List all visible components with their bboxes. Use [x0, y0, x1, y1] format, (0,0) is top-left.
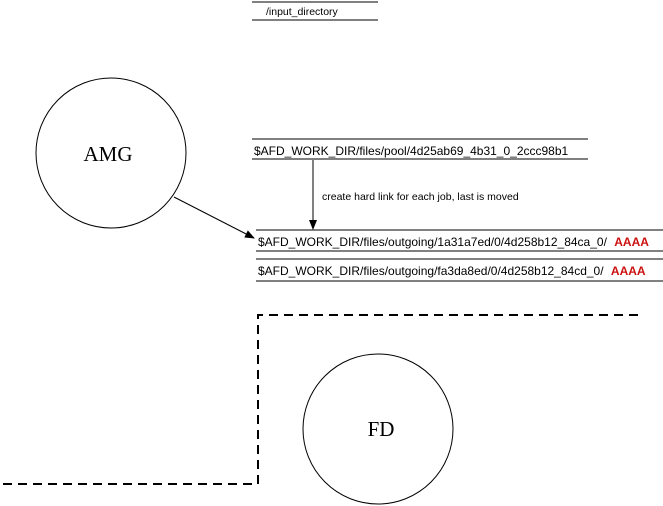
outgoing-file-box-2: $AFD_WORK_DIR/files/outgoing/fa3da8ed/0/…: [256, 258, 663, 282]
input-directory-label: /input_directory: [266, 6, 339, 18]
fd-circle: [302, 353, 454, 505]
input-directory-box: /input_directory: [252, 1, 378, 21]
amg-label: AMG: [83, 142, 132, 166]
fd-label: FD: [368, 417, 395, 441]
outgoing-1-tag: AAAA: [614, 235, 649, 249]
pool-file-label: $AFD_WORK_DIR/files/pool/4d25ab69_4b31_0…: [254, 144, 569, 158]
pool-file-box: $AFD_WORK_DIR/files/pool/4d25ab69_4b31_0…: [252, 138, 588, 160]
fd-process: FD: [302, 353, 454, 505]
fd-boundary-dashed: [0, 314, 638, 485]
amg-circle: [35, 77, 187, 229]
outgoing-1-label: $AFD_WORK_DIR/files/outgoing/1a31a7ed/0/…: [258, 235, 649, 249]
amg-process: AMG: [35, 77, 187, 229]
hard-link-note: create hard link for each job, last is m…: [322, 191, 519, 203]
outgoing-1-path: $AFD_WORK_DIR/files/outgoing/1a31a7ed/0/…: [258, 235, 608, 249]
outgoing-2-path: $AFD_WORK_DIR/files/outgoing/fa3da8ed/0/…: [258, 264, 604, 278]
amg-to-outgoing-arrow: [173, 196, 255, 239]
outgoing-2-label: $AFD_WORK_DIR/files/outgoing/fa3da8ed/0/…: [258, 264, 646, 278]
outgoing-2-tag: AAAA: [611, 264, 646, 278]
outgoing-file-box-1: $AFD_WORK_DIR/files/outgoing/1a31a7ed/0/…: [256, 229, 663, 252]
